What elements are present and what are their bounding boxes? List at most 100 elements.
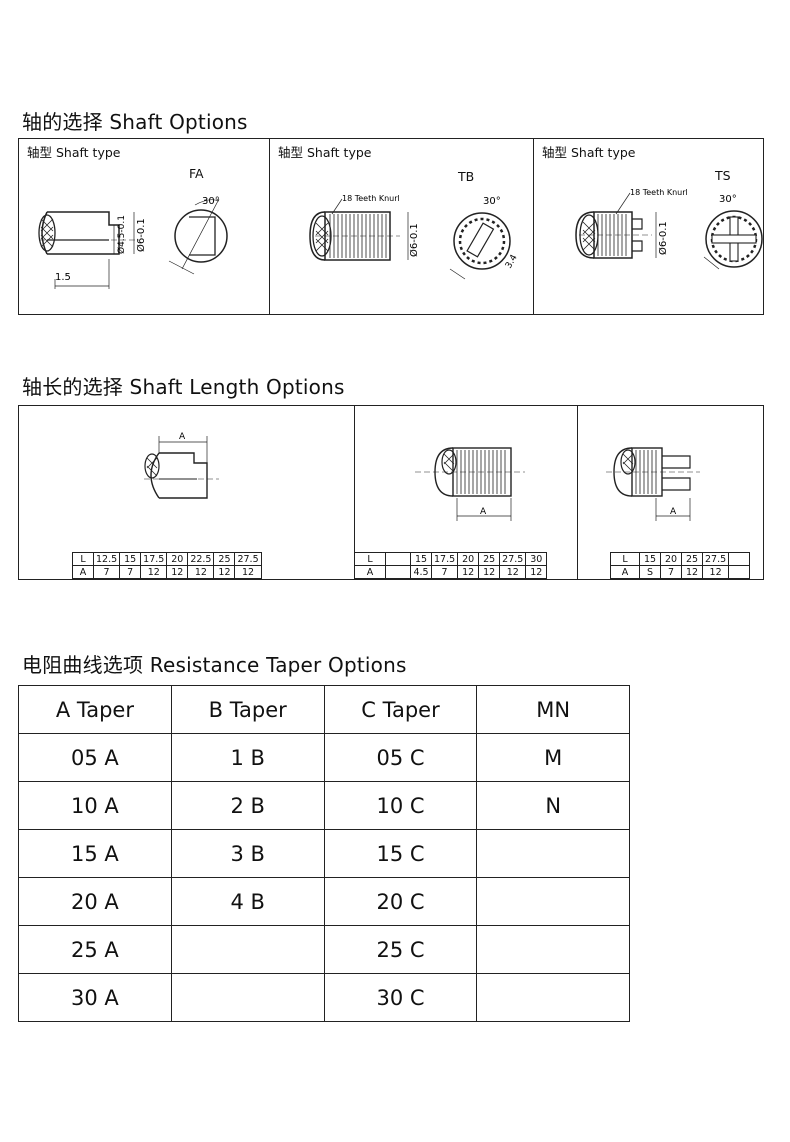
table-cell: 7 xyxy=(119,565,142,579)
table-cell: 12 xyxy=(140,565,168,579)
table-row: A 4.5 7 12 12 12 12 xyxy=(354,565,548,579)
table-header: B Taper xyxy=(170,685,325,734)
shaft-length-title: 轴长的选择 Shaft Length Options xyxy=(22,375,345,399)
table-row: 25 A 25 C xyxy=(18,925,630,974)
length-table-1: L 12.5 15 17.5 20 22.5 25 27.5 A 7 7 12 … xyxy=(72,552,262,579)
table-cell xyxy=(385,552,411,566)
table-cell: 20 xyxy=(660,552,682,566)
table-cell: 10 C xyxy=(323,781,478,830)
table-row: A 7 7 12 12 12 12 12 xyxy=(72,565,262,579)
table-cell: 12 xyxy=(457,565,480,579)
table-cell: 4 B xyxy=(170,877,325,926)
table-cell xyxy=(728,565,751,579)
table-cell: 15 A xyxy=(18,829,172,878)
table-cell xyxy=(476,973,630,1022)
table-cell: 7 xyxy=(430,565,459,579)
table-cell xyxy=(170,925,325,974)
shaft-fa-drawing: Ø4.5-0.1 Ø6-0.1 1.5 30° xyxy=(38,196,228,289)
table-cell: 05 C xyxy=(323,733,478,782)
dim-d2-tb: Ø6-0.1 xyxy=(408,223,420,257)
shaft-ts-drawing: 18 Teeth Knurl Ø6-0.1 30° xyxy=(575,188,763,270)
table-cell: 27.5 xyxy=(499,552,527,566)
table-cell: 12 xyxy=(525,565,548,579)
table-row: L 15 20 25 27.5 xyxy=(610,552,751,566)
table-row: 20 A 4 B 20 C xyxy=(18,877,630,926)
table-header-row: A Taper B Taper C Taper MN xyxy=(18,685,630,734)
length-drawing-2: A xyxy=(415,447,525,521)
length-drawing-3: A xyxy=(606,447,700,521)
table-cell: 27.5 xyxy=(234,552,262,566)
table-header: C Taper xyxy=(323,685,478,734)
table-row: 15 A 3 B 15 C xyxy=(18,829,630,878)
table-cell xyxy=(476,877,630,926)
table-cell: 20 xyxy=(457,552,480,566)
table-cell xyxy=(385,565,411,579)
table-header: A Taper xyxy=(18,685,172,734)
table-cell: 12 xyxy=(701,565,730,579)
table-header: MN xyxy=(476,685,630,734)
table-cell: 12 xyxy=(234,565,262,579)
table-cell: 20 xyxy=(166,552,189,566)
table-cell: 12 xyxy=(681,565,703,579)
table-cell: N xyxy=(476,781,630,830)
dim-a-1: A xyxy=(179,432,186,442)
angle-fa: 30° xyxy=(202,196,220,207)
table-cell: 15 xyxy=(119,552,142,566)
table-cell: 3 B xyxy=(170,829,325,878)
table-cell: 20 A xyxy=(18,877,172,926)
table-cell: 1 B xyxy=(170,733,325,782)
shaft-options-panel: 轴型 Shaft type FA Ø4.5-0.1 Ø6-0.1 1.5 30°… xyxy=(18,138,764,315)
table-cell: L xyxy=(354,552,386,566)
shaft-type-label-fa: 轴型 Shaft type xyxy=(27,145,121,160)
dim-d2-fa: Ø6-0.1 xyxy=(135,218,147,252)
table-cell: 15 C xyxy=(323,829,478,878)
table-cell: 25 xyxy=(681,552,703,566)
table-cell: 12 xyxy=(213,565,236,579)
table-cell: 10 A xyxy=(18,781,172,830)
knurl-label-ts: 18 Teeth Knurl xyxy=(630,188,688,197)
shaft-type-label-tb: 轴型 Shaft type xyxy=(278,145,372,160)
table-cell: 15 xyxy=(639,552,661,566)
table-cell: 2 B xyxy=(170,781,325,830)
table-row: 05 A 1 B 05 C M xyxy=(18,733,630,782)
table-cell: 22.5 xyxy=(187,552,215,566)
table-cell: 30 xyxy=(525,552,548,566)
table-row: A S 7 12 12 xyxy=(610,565,751,579)
table-cell: 30 A xyxy=(18,973,172,1022)
shaft-code-tb: TB xyxy=(458,169,475,184)
table-cell: 4.5 xyxy=(410,565,432,579)
taper-options-title: 电阻曲线选项 Resistance Taper Options xyxy=(22,653,407,677)
length-table-3: L 15 20 25 27.5 A S 7 12 12 xyxy=(610,552,751,579)
table-cell: 05 A xyxy=(18,733,172,782)
table-cell: L xyxy=(72,552,94,566)
angle-tb: 30° xyxy=(483,196,501,207)
table-cell xyxy=(476,925,630,974)
table-cell: 12.5 xyxy=(92,552,121,566)
shaft-code-fa: FA xyxy=(189,166,204,181)
shaft-options-title: 轴的选择 Shaft Options xyxy=(22,110,248,134)
table-row: L 12.5 15 17.5 20 22.5 25 27.5 xyxy=(72,552,262,566)
table-cell xyxy=(476,829,630,878)
table-cell: 15 xyxy=(410,552,432,566)
dim-a-2: A xyxy=(480,507,487,517)
dim-d2-ts: Ø6-0.1 xyxy=(657,221,669,255)
shaft-code-ts: TS xyxy=(715,168,731,183)
table-row: 30 A 30 C xyxy=(18,973,630,1022)
table-cell: M xyxy=(476,733,630,782)
dim-len-fa: 1.5 xyxy=(55,272,71,283)
table-cell: 7 xyxy=(92,565,121,579)
taper-table: A Taper B Taper C Taper MN 05 A 1 B 05 C… xyxy=(18,685,630,1022)
table-cell: A xyxy=(354,565,386,579)
dim-a-3: A xyxy=(670,507,677,517)
table-cell: 27.5 xyxy=(701,552,730,566)
table-cell: 12 xyxy=(478,565,501,579)
table-cell: 25 xyxy=(478,552,501,566)
dim-d1-fa: Ø4.5-0.1 xyxy=(116,215,127,254)
table-cell: 7 xyxy=(660,565,682,579)
table-row: 10 A 2 B 10 C N xyxy=(18,781,630,830)
knurl-label-tb: 18 Teeth Knurl xyxy=(342,194,400,203)
table-cell: 25 A xyxy=(18,925,172,974)
table-cell: 25 xyxy=(213,552,236,566)
table-cell: 25 C xyxy=(323,925,478,974)
table-cell: 12 xyxy=(499,565,527,579)
